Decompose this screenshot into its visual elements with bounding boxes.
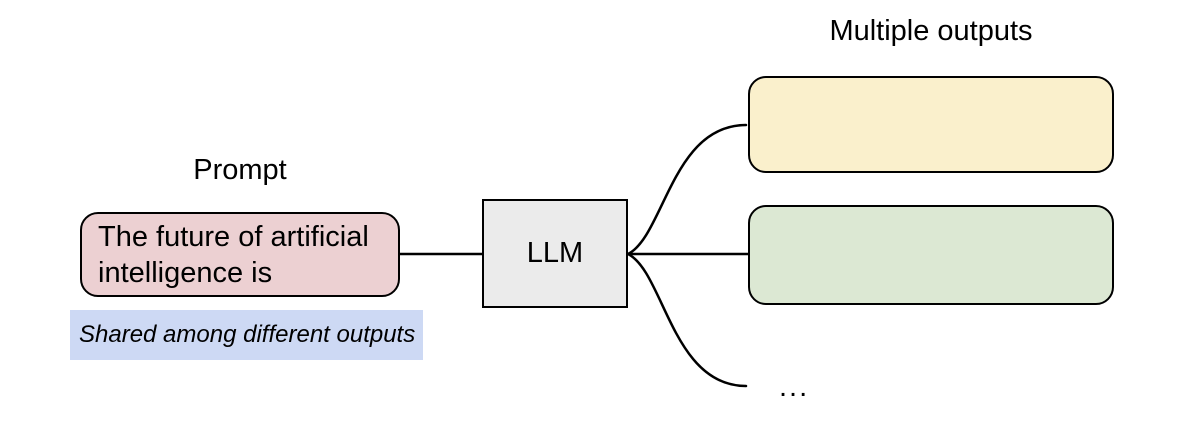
prompt-box: The future of artificial intelligence is: [80, 212, 400, 297]
output-box-middle: [748, 205, 1114, 305]
prompt-text: The future of artificial intelligence is: [98, 221, 369, 289]
shared-prompt-note: Shared among different outputs: [70, 310, 423, 360]
prompt-label: Prompt: [193, 154, 287, 186]
llm-box: LLM: [482, 199, 628, 308]
llm-to-output1-curve: [626, 123, 748, 256]
llm-label: LLM: [526, 237, 584, 269]
multiple-outputs-label: Multiple outputs: [829, 15, 1033, 47]
shared-prompt-note-text: Shared among different outputs: [79, 321, 416, 348]
llm-to-ellipsis-curve: [626, 252, 748, 388]
output-box-top: [748, 76, 1114, 173]
more-outputs-ellipsis: ...: [779, 371, 810, 403]
